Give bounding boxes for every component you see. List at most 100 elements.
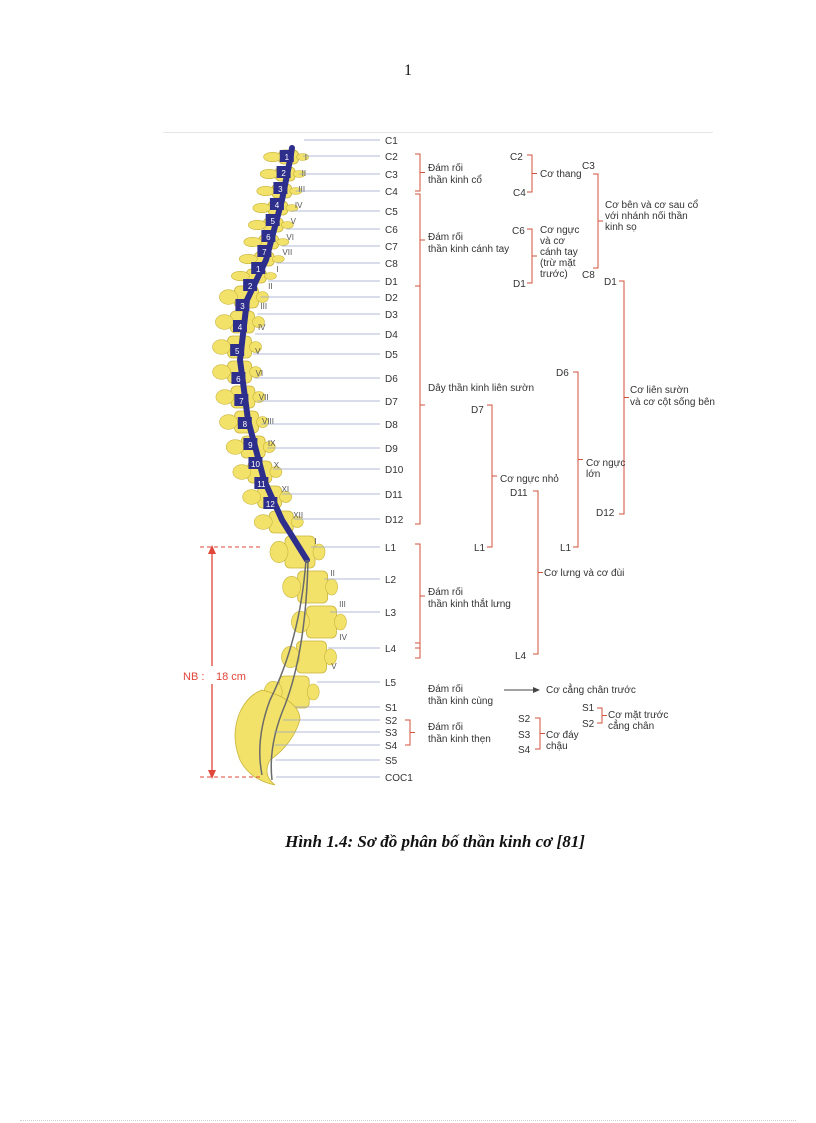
day-chau-top-level: S2 <box>518 714 531 725</box>
transverse-process <box>212 364 231 380</box>
brachial-plexus-label: Đám rối <box>428 231 463 243</box>
transverse-process <box>249 341 262 353</box>
cang-chan-truoc-label: Cơ cẳng chân trước <box>546 683 636 696</box>
mat-truoc-label: cẳng chân <box>608 719 654 732</box>
lung-dui-bracket <box>533 490 539 655</box>
day-chau-bracket <box>535 717 541 750</box>
lung-dui-bottom-level: L4 <box>515 651 527 662</box>
nguc-canh-tay-label: cánh tay <box>540 247 578 258</box>
mat-truoc-label: Cơ mặt trước <box>608 710 668 721</box>
level-label-c3: C3 <box>385 170 398 181</box>
transverse-process <box>296 153 309 161</box>
vertebra-number-box <box>243 279 258 291</box>
level-label-s1: S1 <box>385 703 398 714</box>
ben-sau-co-label: với nhánh nối thần <box>605 210 688 222</box>
level-label-c7: C7 <box>385 242 398 253</box>
transverse-process <box>253 514 273 530</box>
transverse-process <box>276 238 290 246</box>
level-label-s4: S4 <box>385 741 398 752</box>
vertebra-roman: IV <box>339 633 347 642</box>
mat-truoc-top-level: S1 <box>582 703 595 714</box>
vertebra-number-box <box>261 230 276 242</box>
level-label-c5: C5 <box>385 207 398 218</box>
nguc-lon-bracket <box>573 371 579 548</box>
lien-suon-label: Cơ liên sườn <box>630 385 689 396</box>
transverse-process <box>249 366 262 378</box>
vertebra-number: 8 <box>243 420 248 429</box>
level-label-d4: D4 <box>385 330 398 341</box>
vertebra-number-box <box>257 245 272 257</box>
transverse-process <box>334 613 347 631</box>
transverse-process <box>242 489 261 505</box>
nguc-lon-top-level: D6 <box>556 368 569 379</box>
nguc-canh-tay-label: trước) <box>540 269 568 280</box>
lumbar-plexus-bracket <box>415 543 421 649</box>
cervical-plexus-label: thần kinh cổ <box>428 174 482 186</box>
transverse-process <box>263 152 282 162</box>
pudendal-plexus-bracket <box>405 719 411 746</box>
vertebra-roman: II <box>268 282 272 291</box>
day-chau-bottom-level: S4 <box>518 745 531 756</box>
vertebra-number-box <box>263 497 278 509</box>
vertebra-number-box <box>254 477 269 489</box>
vertebra-number: 7 <box>262 248 267 257</box>
transverse-process <box>324 648 337 666</box>
vertebra-number: 3 <box>278 185 283 194</box>
transverse-process <box>281 221 294 229</box>
vertebra-number: 6 <box>266 233 271 242</box>
nguc-nho-bottom-level: L1 <box>474 543 486 554</box>
vertebra-body <box>306 605 337 639</box>
transverse-process <box>215 389 235 405</box>
level-label-c1: C1 <box>385 136 398 147</box>
vertebra-roman: III <box>339 600 346 609</box>
nguc-nho-label: Cơ ngực nhỏ <box>500 473 559 485</box>
measure-label-bg <box>180 666 252 684</box>
level-label-l2: L2 <box>385 575 397 586</box>
level-label-d7: D7 <box>385 397 398 408</box>
thang-bottom-level: C4 <box>513 188 526 199</box>
measure-arrow-top <box>208 545 216 554</box>
vertebra-roman: X <box>274 461 280 470</box>
transverse-process <box>312 543 326 561</box>
ben-sau-co-top-level: C3 <box>582 161 595 172</box>
lien-suon-bottom-level: D12 <box>596 508 615 519</box>
nerve-levels: C1C2C3C4C5C6C7C8D1D2D3D4D5D6D7D8D9D10D11… <box>252 136 413 784</box>
cauda-equina <box>259 559 307 776</box>
level-label-d1: D1 <box>385 277 398 288</box>
brachial-plexus-label: thần kinh cánh tay <box>428 243 509 255</box>
nguc-nho-top-level: D7 <box>471 405 484 416</box>
mat-truoc-bottom-level: S2 <box>582 719 595 730</box>
vertebra-roman: VIII <box>262 417 274 426</box>
intercostal-bracket <box>415 285 421 525</box>
measure-value: 18 cm <box>216 671 246 683</box>
nguc-canh-tay-top-level: C6 <box>512 226 525 237</box>
cang-chan-arrow-head <box>533 687 540 693</box>
level-label-c8: C8 <box>385 259 398 270</box>
vertebra-roman: V <box>255 347 261 356</box>
transverse-process <box>264 272 277 280</box>
vertebra-roman: IX <box>268 439 276 448</box>
footer-divider <box>20 1120 796 1121</box>
vertebra-number-box <box>251 262 266 274</box>
transverse-process <box>212 339 231 355</box>
ben-sau-co-bottom-level: C8 <box>582 270 595 281</box>
level-label-d8: D8 <box>385 420 398 431</box>
level-label-d6: D6 <box>385 374 398 385</box>
ben-sau-co-label: Cơ bên và cơ sau cổ <box>605 199 699 211</box>
sacral-plexus-label: Đám rối <box>428 683 463 695</box>
vertebra-roman: VI <box>286 233 294 242</box>
nguc-canh-tay-bracket <box>527 228 533 284</box>
thang-bracket <box>527 154 533 193</box>
vertebra-roman: III <box>298 185 305 194</box>
vertebra-number-box <box>279 150 294 162</box>
nguc-canh-tay-label: Cơ ngực <box>540 225 579 236</box>
vertebra-number: 7 <box>239 397 244 406</box>
transverse-process <box>225 439 245 455</box>
vertebra-number: 11 <box>257 480 266 489</box>
day-chau-label: chậu <box>546 741 568 752</box>
vertebra-number-box <box>243 438 258 450</box>
lumbar-sacral-link-bracket <box>415 642 421 659</box>
